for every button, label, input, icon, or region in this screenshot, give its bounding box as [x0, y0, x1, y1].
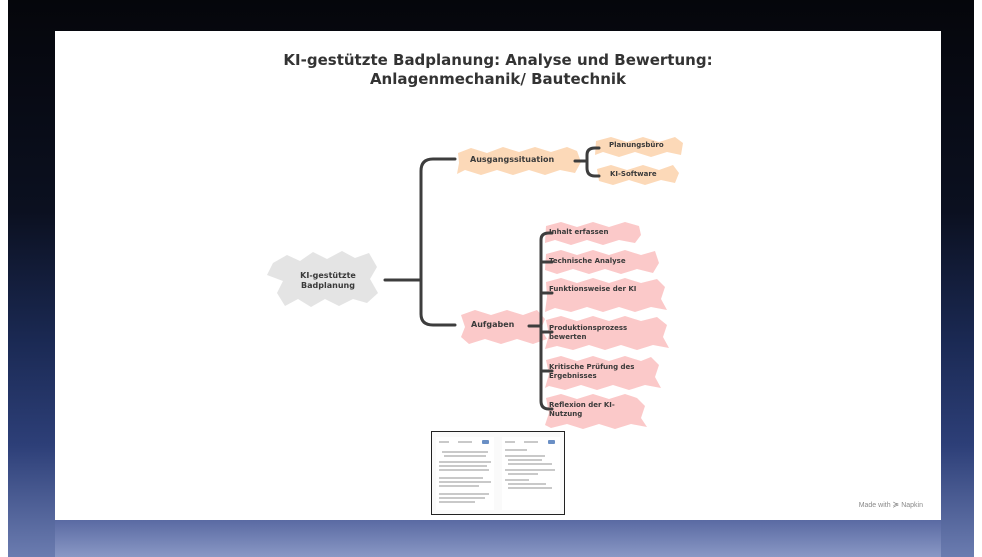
left-frame-edge: [0, 0, 8, 557]
child-reflexion-shape: [545, 394, 647, 429]
child-kritische-pruefung-shape: [545, 356, 661, 390]
child-label-reflexion: Reflexion der KI-Nutzung: [549, 401, 615, 418]
child-label-ki-software: KI-Software: [610, 170, 657, 178]
mindmap-diagram: [267, 137, 683, 429]
napkin-logo-icon: ≽: [892, 500, 900, 509]
child-technische-analyse-shape: [545, 250, 659, 274]
thumbnail-logo-icon: [482, 440, 489, 444]
child-funktionsweise-shape: [545, 278, 667, 312]
presentation-slide: KI-gestützte Badplanung: Analyse und Bew…: [55, 31, 941, 520]
child-ki-software-shape: [597, 165, 679, 185]
branch-label-ausgangssituation: Ausgangssituation: [470, 155, 555, 164]
thumbnail-logo-icon-2: [548, 440, 555, 444]
watermark-brand: Napkin: [901, 502, 923, 509]
made-with-napkin-watermark[interactable]: Made with ≽ Napkin: [859, 500, 923, 509]
document-thumbnail[interactable]: [431, 431, 565, 515]
child-label-funktionsweise: Funktionsweise der KI: [549, 285, 637, 293]
child-produktionsprozess-shape: [545, 316, 669, 350]
slide-title-line-1: KI-gestützte Badplanung: Analyse und Bew…: [283, 51, 713, 69]
branch-aufgaben-shape: [461, 310, 547, 344]
slide-title-line-2: Anlagenmechanik/ Bautechnik: [369, 70, 627, 88]
branch-ausgangssituation-shape: [457, 147, 581, 175]
watermark-prefix: Made with: [858, 502, 891, 509]
ausgangssituation-fork: [573, 146, 601, 178]
slide-title: KI-gestützte Badplanung: Analyse und Bew…: [55, 51, 941, 89]
child-label-kritische-pruefung: Kritische Prüfung des Ergebnisses: [549, 363, 635, 380]
root-node-label: KI-gestützte Badplanung: [291, 271, 365, 291]
child-label-planungsbuero: Planungsbüro: [609, 141, 664, 149]
root-label-line-2: Badplanung: [301, 281, 355, 290]
branch-label-aufgaben: Aufgaben: [471, 320, 515, 329]
child-label-produktionsprozess: Produktionsprozess bewerten: [549, 324, 628, 341]
trunk-connector: [419, 157, 457, 327]
right-frame-edge: [974, 0, 982, 557]
child-inhalt-erfassen-shape: [545, 222, 641, 245]
child-label-technische-analyse: Technische Analyse: [549, 257, 626, 265]
root-node-shape: [267, 251, 378, 307]
thumbnail-page-left: [436, 437, 494, 510]
thumbnail-page-right: [502, 437, 560, 510]
root-label-line-1: KI-gestützte: [300, 271, 356, 280]
child-label-inhalt-erfassen: Inhalt erfassen: [549, 228, 609, 236]
slide-reflection-band: [55, 520, 941, 557]
aufgaben-fork: [527, 231, 554, 411]
child-planungsbuero-shape: [595, 137, 683, 157]
